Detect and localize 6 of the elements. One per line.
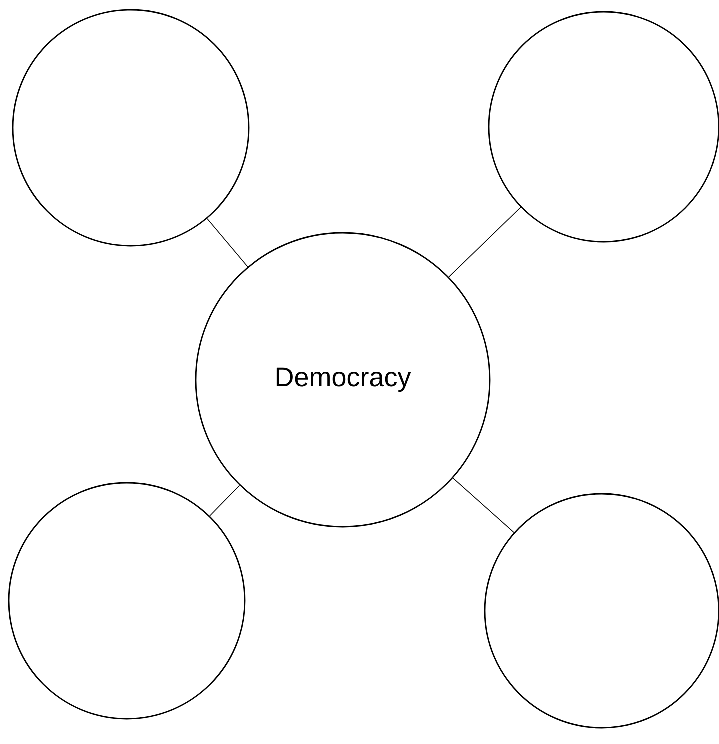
empty-circle: [12, 9, 250, 247]
empty-circle: [8, 482, 246, 720]
connector-line: [448, 207, 522, 278]
connector-line: [452, 478, 515, 534]
connector-line: [207, 218, 248, 268]
connector-line: [210, 485, 240, 516]
